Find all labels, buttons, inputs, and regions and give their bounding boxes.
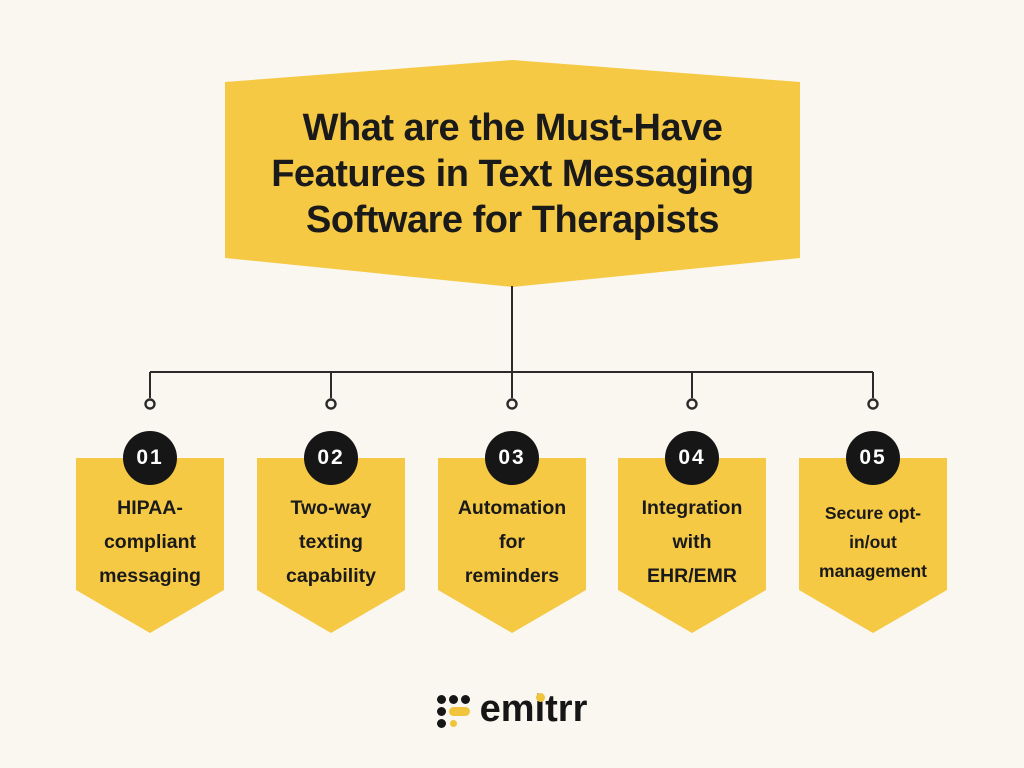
item-label: Integration with EHR/EMR [641,497,743,587]
item-label: Two-way texting capability [286,497,376,587]
logo-dot [460,695,470,704]
logo-dot [436,719,446,728]
page-title: What are the Must-Have Features in Text … [271,106,754,241]
brand-name: emitrr [480,690,588,728]
flag-shape [799,458,947,633]
flag-shape [76,458,224,633]
connector-node-ring [144,398,156,410]
item-label: Secure opt- in/out management [819,502,927,581]
connector-node-ring [325,398,337,410]
item-number-badge: 03 [485,431,539,485]
logo-yellow-arm [448,707,470,716]
item-number-badge: 05 [846,431,900,485]
item-number-badge: 04 [665,431,719,485]
logo-dot [448,695,458,704]
dot-grid-logo-icon [436,695,471,729]
feature-item-3: 03 Automation for reminders [438,431,586,633]
item-number-badge: 01 [123,431,177,485]
logo-dot [436,707,446,716]
feature-item-4: 04 Integration with EHR/EMR [618,431,766,633]
connector-node-ring [867,398,879,410]
feature-item-2: 02 Two-way texting capability [257,431,405,633]
title-banner: What are the Must-Have Features in Text … [225,60,800,287]
feature-item-5: 05 Secure opt- in/out management [799,431,947,633]
logo-yellow-dot [449,720,457,727]
connector-stub-lines [149,372,874,398]
feature-item-1: 01 HIPAA- compliant messaging [76,431,224,633]
brand-logo: emitrr [0,690,1024,729]
connector-node-ring [506,398,518,410]
connector-node-ring [686,398,698,410]
item-label: Automation for reminders [457,497,567,587]
brand-i-dot-icon [535,693,545,702]
brand-name-text: emitrr [479,688,588,730]
logo-dot [436,695,446,704]
flag-shape [438,458,586,633]
flag-shape [618,458,766,633]
item-label: HIPAA- compliant messaging [99,497,201,587]
flag-shape [257,458,405,633]
item-number-badge: 02 [304,431,358,485]
